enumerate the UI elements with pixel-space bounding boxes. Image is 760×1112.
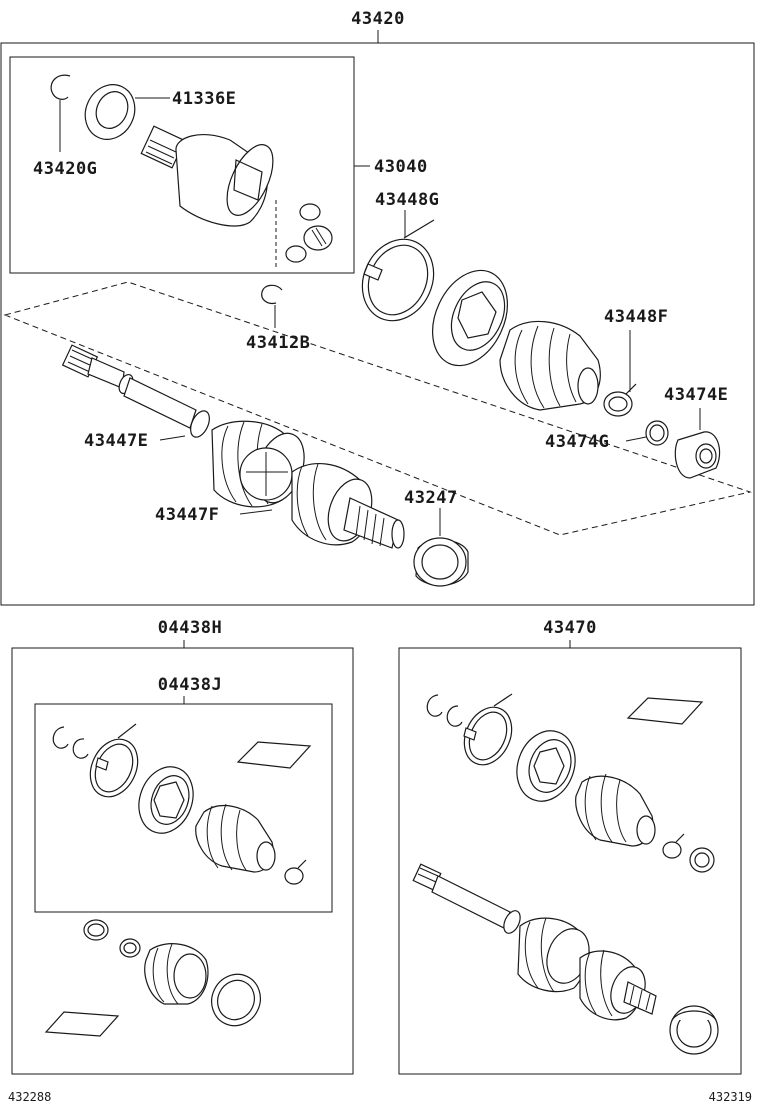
label-04438H[interactable]: 04438H <box>158 618 222 638</box>
label-43474G[interactable]: 43474G <box>545 432 609 452</box>
label-43412B[interactable]: 43412B <box>246 333 310 353</box>
inner-joint-box <box>9 56 355 274</box>
snap-ring-43412B[interactable] <box>261 284 283 328</box>
dust-seal-43247[interactable] <box>413 508 469 587</box>
assembly-43470-frame <box>398 647 742 1075</box>
label-43470[interactable]: 43470 <box>543 618 597 638</box>
assembly-43470-shaft[interactable] <box>412 863 719 1055</box>
label-43447E[interactable]: 43447E <box>84 431 148 451</box>
footer-code-left: 432288 <box>8 1090 51 1104</box>
label-43447F[interactable]: 43447F <box>155 505 219 525</box>
assembly-43420-frame <box>0 42 755 606</box>
outboard-boot-upper[interactable] <box>499 320 601 411</box>
assembly-43470-parts-upper[interactable] <box>426 693 715 873</box>
oil-seal-41336E[interactable] <box>76 76 170 147</box>
inboard-joint-housing[interactable] <box>140 125 282 227</box>
kit-04438H-frame <box>11 647 354 1075</box>
tripod-spider[interactable] <box>275 200 333 270</box>
label-43247[interactable]: 43247 <box>404 488 458 508</box>
label-43420[interactable]: 43420 <box>351 9 405 29</box>
kit-04438J-parts[interactable] <box>52 723 312 885</box>
dashed-shaft-region <box>3 281 752 536</box>
label-04438J[interactable]: 04438J <box>158 675 222 695</box>
kit-04438H-group: 04438H 04438J <box>8 618 354 1104</box>
label-41336E[interactable]: 41336E <box>172 89 236 109</box>
snap-ring-43420G[interactable] <box>50 74 71 152</box>
footer-code-right: 432319 <box>709 1090 752 1104</box>
label-43040[interactable]: 43040 <box>374 157 428 177</box>
assembly-43470-group: 43470 <box>398 618 752 1104</box>
label-43474E[interactable]: 43474E <box>664 385 728 405</box>
kit-04438J-frame <box>34 703 333 913</box>
ring-43474E[interactable] <box>674 408 721 479</box>
inboard-boot[interactable] <box>418 258 522 377</box>
boot-clamp-43448G[interactable] <box>349 210 446 332</box>
assembly-43420-group: 43420 43040 43420G 41336E <box>0 9 755 606</box>
ring-43474G[interactable] <box>625 420 669 446</box>
kit-04438H-parts[interactable] <box>44 919 269 1037</box>
label-43420G[interactable]: 43420G <box>33 159 97 179</box>
drive-shaft-assembly[interactable] <box>61 344 405 549</box>
label-43448G[interactable]: 43448G <box>375 190 439 210</box>
boot-clamp-43448F[interactable] <box>603 330 637 417</box>
label-43448F[interactable]: 43448F <box>604 307 668 327</box>
